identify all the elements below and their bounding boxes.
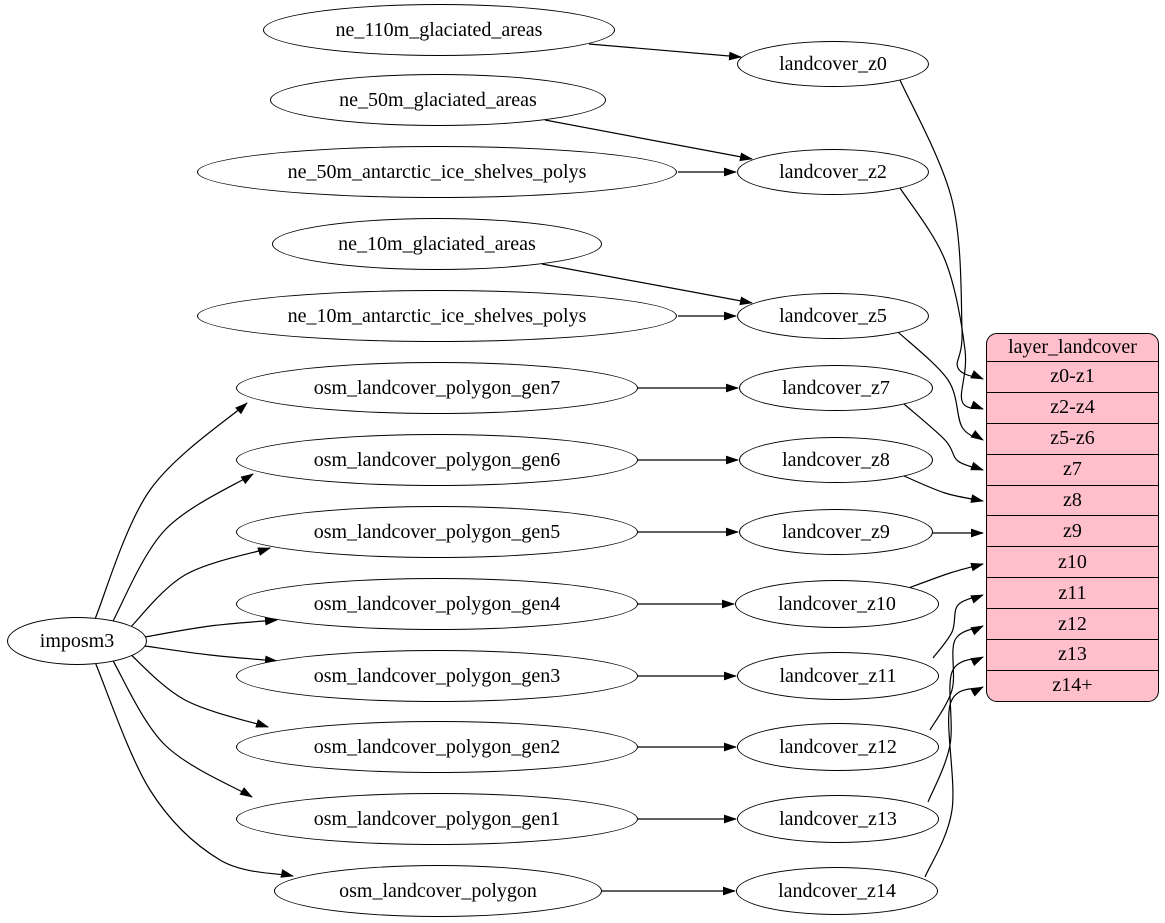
table-row-z10: z10: [987, 546, 1158, 577]
node-osm_landcover_polygon: osm_landcover_polygon: [274, 865, 602, 917]
node-label-landcover_z12: landcover_z12: [779, 735, 897, 758]
node-label-ne_110m_glaciated_areas: ne_110m_glaciated_areas: [335, 18, 543, 41]
table-row-z5-z6: z5-z6: [987, 422, 1158, 454]
node-ne_50m_glaciated_areas: ne_50m_glaciated_areas: [270, 74, 606, 126]
edge-imposm3-to-osm_landcover_polygon_gen6: [111, 473, 254, 624]
table-title: layer_landcover: [1008, 336, 1137, 358]
edge-imposm3-to-osm_landcover_polygon_gen1: [111, 658, 253, 798]
table-row-z11: z11: [987, 577, 1158, 608]
edge-imposm3-to-osm_landcover_polygon_gen2: [127, 651, 269, 728]
table-row-z8: z8: [987, 484, 1158, 516]
edge-landcover_z5-to-layer_landcover:z5-z6: [897, 331, 984, 441]
node-landcover_z7: landcover_z7: [739, 365, 933, 411]
node-landcover_z0: landcover_z0: [737, 41, 929, 87]
node-label-ne_10m_antarctic_ice_shelves_polys: ne_10m_antarctic_ice_shelves_polys: [287, 304, 587, 327]
edge-landcover_z14-to-layer_landcover:z14+: [924, 686, 984, 878]
node-osm_landcover_polygon_gen6: osm_landcover_polygon_gen6: [236, 434, 638, 486]
node-ne_50m_antarctic_ice_shelves_polys: ne_50m_antarctic_ice_shelves_polys: [197, 146, 677, 198]
edge-landcover_z8-to-layer_landcover:z8: [903, 475, 984, 503]
node-imposm3: imposm3: [7, 617, 147, 665]
node-label-osm_landcover_polygon_gen6: osm_landcover_polygon_gen6: [313, 448, 561, 471]
table-row-z14+: z14+: [987, 669, 1158, 701]
node-ne_110m_glaciated_areas: ne_110m_glaciated_areas: [263, 4, 615, 56]
node-label-osm_landcover_polygon_gen7: osm_landcover_polygon_gen7: [313, 376, 561, 399]
node-label-landcover_z2: landcover_z2: [779, 160, 887, 183]
node-label-ne_50m_glaciated_areas: ne_50m_glaciated_areas: [339, 88, 537, 111]
node-label-landcover_z0: landcover_z0: [779, 52, 887, 75]
node-landcover_z5: landcover_z5: [737, 293, 929, 339]
node-label-landcover_z8: landcover_z8: [782, 448, 890, 471]
node-label-landcover_z7: landcover_z7: [782, 376, 890, 399]
table-row-z9: z9: [987, 515, 1158, 546]
edge-imposm3-to-osm_landcover_polygon_gen4: [144, 616, 278, 638]
table-row-z7: z7: [987, 453, 1158, 485]
node-label-imposm3: imposm3: [39, 629, 115, 652]
edge-landcover_z10-to-layer_landcover:z10: [905, 562, 984, 590]
node-osm_landcover_polygon_gen1: osm_landcover_polygon_gen1: [236, 793, 638, 845]
node-osm_landcover_polygon_gen7: osm_landcover_polygon_gen7: [236, 362, 638, 414]
node-label-landcover_z11: landcover_z11: [779, 664, 897, 687]
node-ne_10m_antarctic_ice_shelves_polys: ne_10m_antarctic_ice_shelves_polys: [197, 290, 677, 342]
edge-imposm3-to-osm_landcover_polygon_gen3: [144, 645, 278, 665]
node-landcover_z13: landcover_z13: [737, 795, 939, 843]
edge-ne_110m_glaciated_areas-to-landcover_z0: [588, 43, 742, 61]
table-row-z2-z4: z2-z4: [987, 391, 1158, 423]
node-osm_landcover_polygon_gen4: osm_landcover_polygon_gen4: [236, 578, 638, 630]
node-ne_10m_glaciated_areas: ne_10m_glaciated_areas: [272, 218, 602, 270]
node-label-osm_landcover_polygon_gen5: osm_landcover_polygon_gen5: [313, 520, 561, 543]
node-landcover_z11: landcover_z11: [737, 652, 939, 700]
edge-group: [94, 43, 984, 896]
edge-imposm3-to-osm_landcover_polygon_gen5: [127, 547, 271, 631]
node-osm_landcover_polygon_gen5: osm_landcover_polygon_gen5: [236, 506, 638, 558]
edge-landcover_z11-to-layer_landcover:z11: [932, 594, 984, 659]
node-label-landcover_z13: landcover_z13: [779, 807, 897, 830]
edge-landcover_z7-to-layer_landcover:z7: [903, 403, 984, 471]
node-label-osm_landcover_polygon: osm_landcover_polygon: [339, 879, 537, 902]
node-label-osm_landcover_polygon_gen4: osm_landcover_polygon_gen4: [313, 592, 561, 615]
table-row-z12: z12: [987, 608, 1158, 639]
edge-landcover_z2-to-layer_landcover:z2-z4: [899, 187, 984, 410]
node-landcover_z14: landcover_z14: [736, 867, 938, 915]
edge-ne_10m_glaciated_areas-to-landcover_z5: [541, 263, 753, 306]
node-osm_landcover_polygon_gen2: osm_landcover_polygon_gen2: [236, 721, 638, 773]
node-label-landcover_z5: landcover_z5: [779, 304, 887, 327]
node-label-landcover_z14: landcover_z14: [778, 879, 896, 902]
node-label-landcover_z10: landcover_z10: [778, 592, 896, 615]
node-label-ne_50m_antarctic_ice_shelves_polys: ne_50m_antarctic_ice_shelves_polys: [287, 160, 587, 183]
node-landcover_z9: landcover_z9: [739, 509, 933, 555]
node-label-ne_10m_glaciated_areas: ne_10m_glaciated_areas: [338, 232, 536, 255]
table-row-z13: z13: [987, 639, 1158, 670]
edge-ne_50m_glaciated_areas-to-landcover_z2: [544, 119, 753, 162]
edge-landcover_z13-to-layer_landcover:z13: [927, 656, 984, 803]
node-label-landcover_z9: landcover_z9: [782, 520, 890, 543]
node-osm_landcover_polygon_gen3: osm_landcover_polygon_gen3: [236, 650, 638, 702]
edge-imposm3-to-osm_landcover_polygon: [94, 661, 294, 878]
table-row-z0-z1: z0-z1: [987, 361, 1158, 392]
node-label-osm_landcover_polygon_gen2: osm_landcover_polygon_gen2: [313, 735, 561, 758]
node-label-osm_landcover_polygon_gen3: osm_landcover_polygon_gen3: [313, 664, 561, 687]
node-landcover_z12: landcover_z12: [737, 723, 939, 771]
edge-landcover_z12-to-layer_landcover:z12: [929, 625, 984, 731]
node-landcover_z8: landcover_z8: [739, 437, 933, 483]
edge-landcover_z0-to-layer_landcover:z0-z1: [899, 79, 984, 380]
node-landcover_z10: landcover_z10: [735, 580, 939, 628]
node-landcover_z2: landcover_z2: [737, 149, 929, 195]
node-label-osm_landcover_polygon_gen1: osm_landcover_polygon_gen1: [313, 807, 561, 830]
edge-imposm3-to-osm_landcover_polygon_gen7: [94, 402, 248, 620]
